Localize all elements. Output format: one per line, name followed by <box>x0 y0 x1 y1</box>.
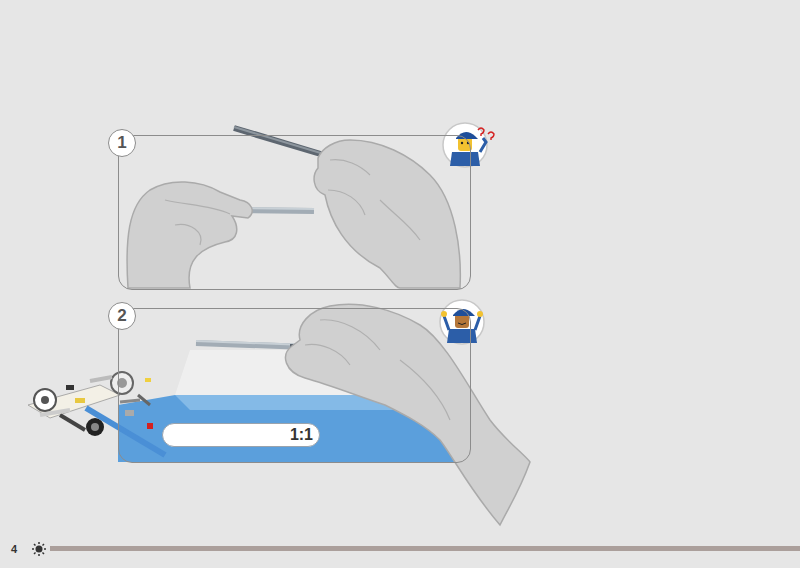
red-dot <box>147 423 153 429</box>
left-hand <box>127 182 252 288</box>
parts-pile <box>28 372 165 455</box>
right-hand <box>314 140 460 288</box>
page-number: 4 <box>11 543 17 555</box>
hand-creases <box>305 320 450 420</box>
long-axle-highlight <box>234 127 334 157</box>
long-axle <box>234 128 334 158</box>
step-number: 1 <box>108 129 136 157</box>
step-panel: 1 <box>118 135 471 290</box>
footer-bar <box>50 546 800 551</box>
axle-highlight <box>196 341 306 345</box>
scale-label: 1:1 <box>290 426 313 444</box>
right-hand <box>286 304 530 525</box>
hand-creases <box>328 160 420 240</box>
sun-icon <box>32 542 46 556</box>
scale-indicator: 1:1 <box>162 423 320 447</box>
step-number: 2 <box>108 302 136 330</box>
minifig-puzzled <box>443 123 494 167</box>
step-panel: 21:1 <box>118 308 471 463</box>
minifig-happy <box>440 300 484 344</box>
hand-creases <box>165 200 230 245</box>
